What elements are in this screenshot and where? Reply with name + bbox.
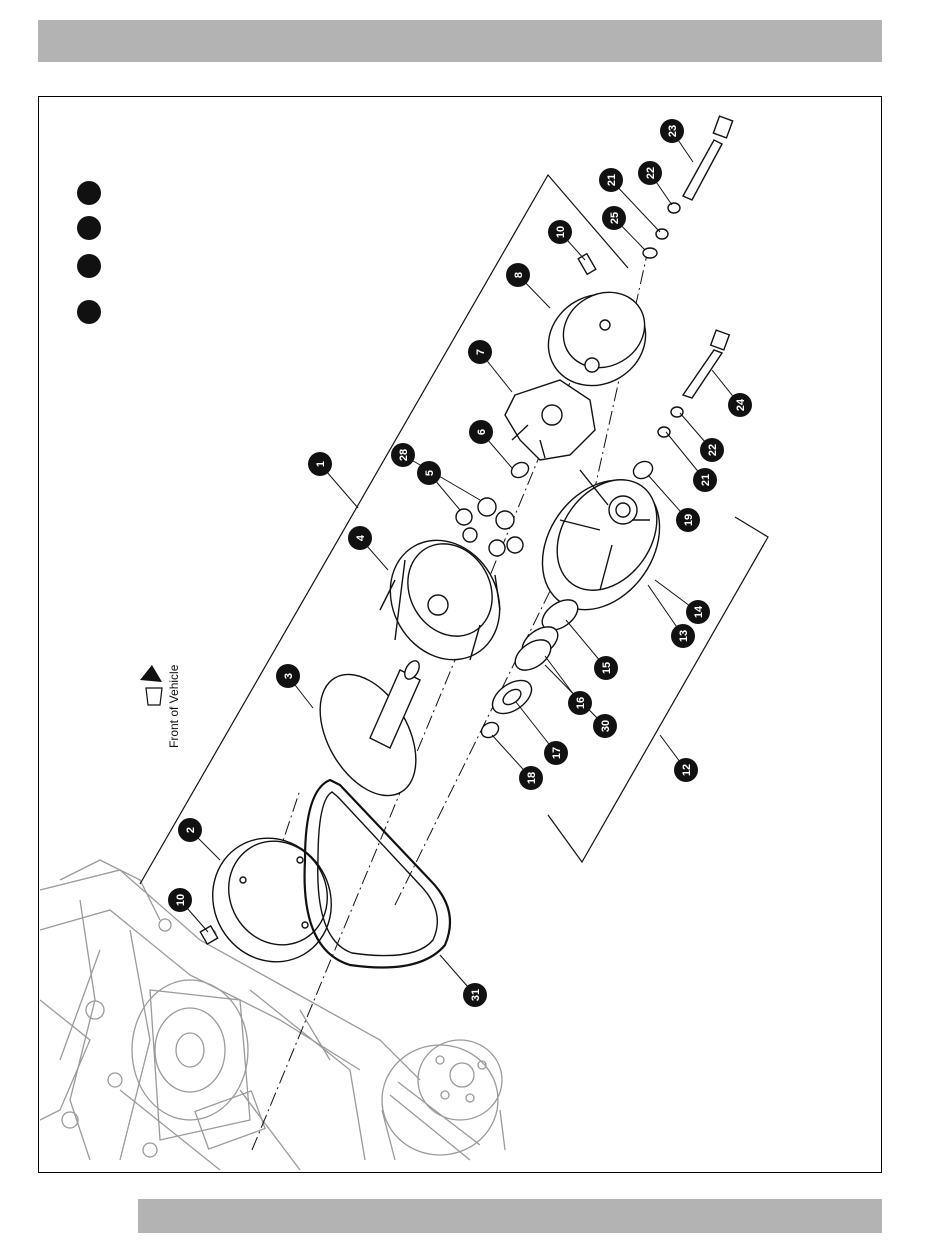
legend-markers	[77, 181, 101, 324]
svg-text:16: 16	[575, 697, 587, 709]
svg-text:13: 13	[678, 630, 690, 642]
bolt-upper	[578, 254, 596, 275]
callout-4: 4	[348, 526, 372, 550]
callout-7: 7	[468, 340, 492, 364]
svg-text:24: 24	[735, 398, 747, 411]
svg-text:17: 17	[551, 747, 563, 759]
callout-10-upper: 10	[548, 220, 572, 244]
callout-19: 19	[676, 508, 700, 532]
callout-13: 13	[671, 624, 695, 648]
callout-24: 24	[728, 393, 752, 417]
svg-text:10: 10	[555, 226, 567, 238]
driven-sheave	[518, 458, 683, 632]
svg-text:6: 6	[476, 429, 488, 435]
washers-middle	[658, 407, 683, 437]
callout-17: 17	[544, 741, 568, 765]
svg-text:21: 21	[606, 174, 618, 186]
svg-text:10: 10	[175, 894, 187, 906]
svg-text:5: 5	[424, 470, 436, 476]
roller-weights	[456, 498, 523, 556]
svg-text:7: 7	[475, 349, 487, 355]
callout-30: 30	[593, 714, 617, 738]
front-of-vehicle-arrow-icon	[140, 665, 162, 705]
callout-16: 16	[568, 691, 592, 715]
callout-31: 31	[463, 983, 487, 1007]
callout-3: 3	[276, 664, 300, 688]
callout-14: 14	[686, 600, 710, 624]
washers-upper	[643, 203, 680, 258]
fixed-sheave	[300, 658, 435, 812]
callout-12: 12	[674, 758, 698, 782]
svg-text:1: 1	[315, 461, 327, 467]
snap-ring-19	[630, 458, 655, 482]
svg-text:30: 30	[600, 720, 612, 732]
svg-text:15: 15	[601, 662, 613, 674]
svg-text:8: 8	[513, 272, 525, 278]
svg-text:22: 22	[645, 167, 657, 179]
long-bolt-middle	[683, 330, 729, 398]
callout-28: 28	[391, 443, 415, 467]
spring-ring	[509, 459, 532, 480]
svg-text:12: 12	[681, 764, 693, 776]
callout-15: 15	[594, 656, 618, 680]
svg-text:28: 28	[398, 449, 410, 461]
callout-23: 23	[660, 119, 684, 143]
callout-1: 1	[308, 452, 332, 476]
spring-16	[510, 621, 564, 677]
drive-belt	[305, 780, 450, 968]
spider-assembly	[505, 380, 595, 460]
callout-21-upper: 21	[599, 168, 623, 192]
assembly-boundary-lines	[140, 175, 768, 884]
callout-18: 18	[519, 766, 543, 790]
svg-text:25: 25	[609, 212, 621, 224]
svg-text:19: 19	[683, 514, 695, 526]
callout-2: 2	[178, 818, 202, 842]
svg-text:31: 31	[470, 989, 482, 1001]
callout-5: 5	[417, 461, 441, 485]
callout-22-upper: 22	[638, 161, 662, 185]
svg-text:21: 21	[700, 474, 712, 486]
svg-text:23: 23	[667, 125, 679, 137]
svg-text:22: 22	[707, 444, 719, 456]
front-of-vehicle-label: Front of Vehicle	[167, 664, 181, 748]
callout-21-middle: 21	[693, 468, 717, 492]
callout-6: 6	[469, 420, 493, 444]
svg-text:3: 3	[283, 673, 295, 679]
callout-25: 25	[602, 206, 626, 230]
callout-8: 8	[506, 263, 530, 287]
clip-18	[479, 719, 502, 740]
retainer-17	[487, 674, 538, 721]
callout-10-lower: 10	[168, 888, 192, 912]
svg-text:18: 18	[526, 772, 538, 784]
callout-22-middle: 22	[700, 438, 724, 462]
svg-text:4: 4	[355, 534, 367, 541]
svg-text:2: 2	[185, 827, 197, 833]
cover-plate	[190, 816, 353, 983]
svg-text:14: 14	[693, 605, 705, 618]
